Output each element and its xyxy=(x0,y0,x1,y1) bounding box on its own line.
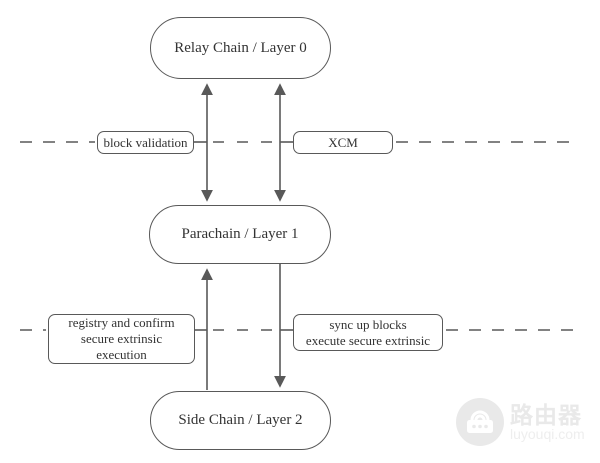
side-chain-label: Side Chain / Layer 2 xyxy=(178,412,303,428)
parachain-node: Parachain / Layer 1 xyxy=(149,205,331,264)
watermark: 路由器 luyouqi.com xyxy=(456,396,596,448)
watermark-text: 路由器 luyouqi.com xyxy=(510,403,585,442)
watermark-domain: luyouqi.com xyxy=(510,425,585,442)
side-chain-node: Side Chain / Layer 2 xyxy=(150,391,331,450)
relay-chain-node: Relay Chain / Layer 0 xyxy=(150,17,331,79)
registry-line-1: registry and confirm xyxy=(68,315,175,330)
xcm-box: XCM xyxy=(293,131,393,154)
block-validation-label: block validation xyxy=(103,134,188,150)
relay-chain-label: Relay Chain / Layer 0 xyxy=(174,39,307,56)
sync-line-1: sync up blocks xyxy=(329,316,407,332)
watermark-badge xyxy=(456,398,504,446)
parachain-label: Parachain / Layer 1 xyxy=(181,226,299,242)
watermark-brand: 路由器 xyxy=(510,401,582,428)
router-icon xyxy=(467,410,493,433)
sync-box: sync up blocks execute secure extrinsic xyxy=(293,314,443,351)
registry-box: registry and confirm secure extrinsic ex… xyxy=(48,314,195,364)
xcm-label: XCM xyxy=(328,134,358,150)
registry-line-2: secure extrinsic xyxy=(80,331,163,346)
registry-line-3: execution xyxy=(96,347,147,362)
sync-line-2: execute secure extrinsic xyxy=(305,332,431,348)
block-validation-box: block validation xyxy=(97,131,194,154)
